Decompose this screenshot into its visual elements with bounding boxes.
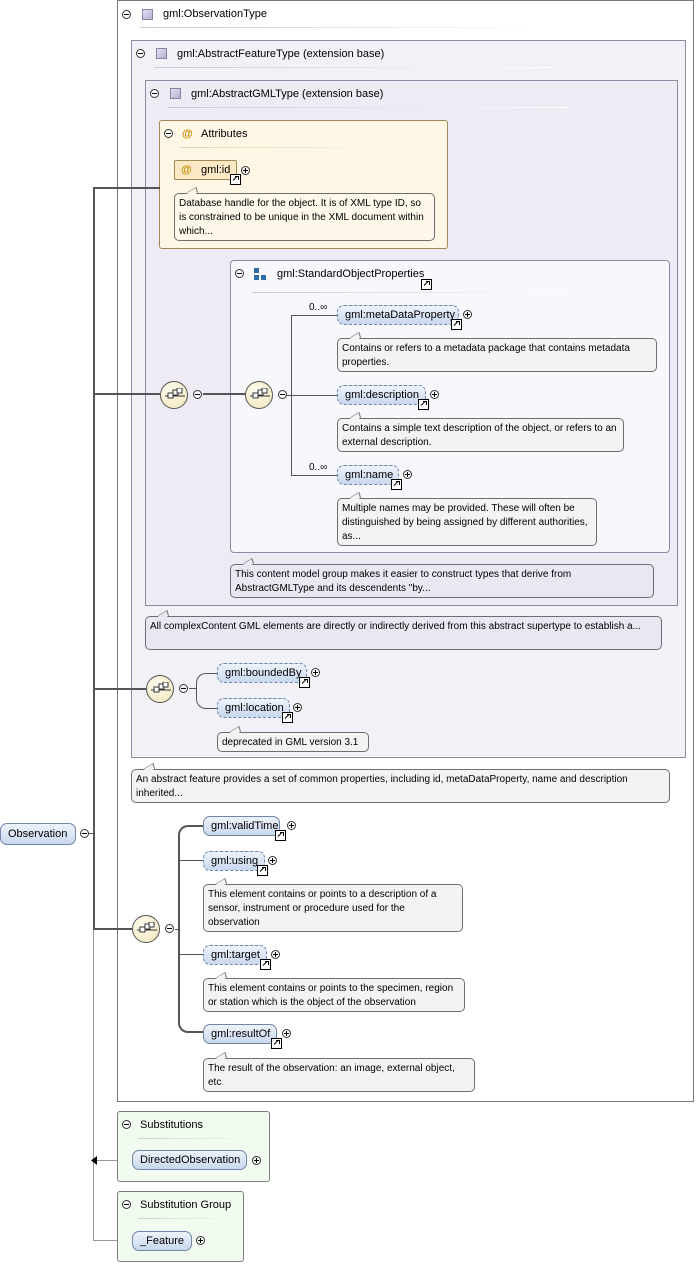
reference-link-icon[interactable]: [282, 712, 293, 723]
sequence-collapse-icon[interactable]: [179, 684, 188, 693]
sequence-compositor-icon[interactable]: [132, 915, 160, 943]
substitutions-title: Substitutions: [140, 1119, 203, 1131]
reference-link-icon[interactable]: [271, 1038, 282, 1049]
element-gml-description[interactable]: gml:description: [337, 385, 426, 405]
expand-icon[interactable]: [287, 821, 296, 830]
attribute-gml-id[interactable]: @ gml:id: [174, 160, 237, 180]
occurrence-label: 0..∞: [309, 462, 328, 473]
standard-object-properties-title: gml:StandardObjectProperties: [277, 268, 425, 280]
sequence-collapse-icon[interactable]: [165, 924, 174, 933]
expand-icon[interactable]: [293, 703, 302, 712]
element-gml-name[interactable]: gml:name: [337, 465, 399, 485]
resultof-note: The result of the observation: an image,…: [203, 1058, 475, 1092]
attribute-gml-id-label: gml:id: [201, 164, 231, 176]
attribute-at-icon: @: [182, 128, 193, 140]
sequence-collapse-icon[interactable]: [193, 390, 202, 399]
location-note: deprecated in GML version 3.1: [217, 732, 369, 752]
reference-link-icon[interactable]: [257, 865, 268, 876]
expand-icon[interactable]: [271, 950, 280, 959]
element-directedobservation[interactable]: DirectedObservation: [132, 1150, 247, 1170]
element-gml-using[interactable]: gml:using: [203, 851, 265, 871]
complex-type-icon: [142, 9, 153, 20]
abstract-gml-type-title: gml:AbstractGMLType (extension base): [191, 88, 384, 100]
element-gml-resultof[interactable]: gml:resultOf: [203, 1024, 277, 1044]
reference-link-icon[interactable]: [260, 959, 271, 970]
substitution-group-title: Substitution Group: [140, 1199, 232, 1211]
element-gml-metadataproperty[interactable]: gml:metaDataProperty: [337, 305, 459, 325]
substitution-group-collapse-icon[interactable]: [122, 1200, 131, 1209]
abstract-feature-type-title: gml:AbstractFeatureType (extension base): [177, 48, 385, 60]
arrow-left-icon: [91, 1156, 97, 1165]
reference-link-icon[interactable]: [391, 479, 402, 490]
root-element-observation[interactable]: Observation: [0, 823, 76, 845]
element-gml-location[interactable]: gml:location: [217, 698, 290, 718]
root-collapse-icon[interactable]: [80, 829, 89, 838]
observation-type-collapse-icon[interactable]: [122, 10, 131, 19]
abstract-gml-type-note: All complexContent GML elements are dire…: [145, 616, 662, 650]
reference-link-icon[interactable]: [421, 279, 432, 290]
reference-link-icon[interactable]: [230, 174, 241, 185]
abstract-feature-type-collapse-icon[interactable]: [136, 49, 145, 58]
attribute-at-icon: @: [181, 164, 192, 176]
sequence-compositor-icon[interactable]: [245, 381, 273, 409]
expand-icon[interactable]: [430, 390, 439, 399]
element-gml-boundedby[interactable]: gml:boundedBy: [217, 663, 307, 683]
substitutions-collapse-icon[interactable]: [122, 1120, 131, 1129]
target-note: This element contains or points to the s…: [203, 978, 465, 1012]
group-icon: [254, 268, 266, 280]
standard-object-properties-collapse-icon[interactable]: [235, 269, 244, 278]
expand-icon[interactable]: [241, 166, 250, 175]
expand-icon[interactable]: [403, 470, 412, 479]
description-note: Contains a simple text description of th…: [337, 418, 624, 452]
expand-icon[interactable]: [196, 1236, 205, 1245]
expand-icon[interactable]: [282, 1029, 291, 1038]
occurrence-label: 0..∞: [309, 302, 328, 313]
gml-id-note: Database handle for the object. It is of…: [174, 193, 435, 241]
complex-type-icon: [156, 48, 167, 59]
reference-link-icon[interactable]: [418, 399, 429, 410]
expand-icon[interactable]: [463, 310, 472, 319]
element-gml-validtime[interactable]: gml:validTime: [203, 816, 280, 836]
reference-link-icon[interactable]: [275, 830, 286, 841]
abstract-gml-type-collapse-icon[interactable]: [150, 89, 159, 98]
expand-icon[interactable]: [311, 668, 320, 677]
sequence-compositor-icon[interactable]: [146, 675, 174, 703]
observation-type-title: gml:ObservationType: [163, 8, 267, 20]
sequence-collapse-icon[interactable]: [278, 390, 287, 399]
element-feature[interactable]: _Feature: [132, 1231, 192, 1251]
complex-type-icon: [170, 88, 181, 99]
reference-link-icon[interactable]: [451, 319, 462, 330]
element-gml-target[interactable]: gml:target: [203, 945, 267, 965]
using-note: This element contains or points to a des…: [203, 884, 463, 932]
attributes-title: Attributes: [201, 128, 248, 140]
sequence-compositor-icon[interactable]: [160, 381, 188, 409]
name-note: Multiple names may be provided. These wi…: [337, 498, 597, 546]
expand-icon[interactable]: [268, 856, 277, 865]
substitutions-box: [117, 1111, 270, 1182]
expand-icon[interactable]: [252, 1156, 261, 1165]
reference-link-icon[interactable]: [299, 677, 310, 688]
abstract-feature-type-note: An abstract feature provides a set of co…: [131, 769, 670, 803]
attributes-collapse-icon[interactable]: [164, 129, 173, 138]
standard-object-properties-note: This content model group makes it easier…: [230, 564, 654, 598]
metadataproperty-note: Contains or refers to a metadata package…: [337, 338, 657, 372]
